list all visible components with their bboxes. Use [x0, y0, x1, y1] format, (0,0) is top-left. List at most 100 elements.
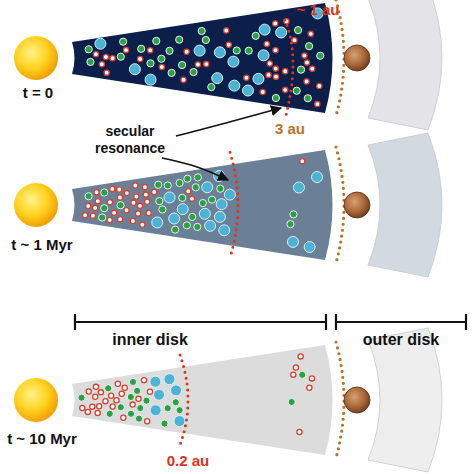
- planetesimal: [117, 404, 124, 411]
- planetesimal: [129, 378, 136, 385]
- planet: [344, 192, 370, 218]
- planetesimal: [260, 89, 265, 94]
- planetesimal: [216, 199, 227, 210]
- planetesimal: [112, 210, 117, 215]
- planetesimal: [192, 184, 199, 191]
- planetesimal: [127, 393, 134, 400]
- planetesimal: [86, 203, 91, 208]
- planetesimal: [158, 55, 165, 62]
- planetesimal: [96, 404, 101, 409]
- bracket-tick: [465, 314, 467, 330]
- planetesimal: [233, 47, 240, 54]
- planetesimal: [276, 27, 287, 38]
- planetesimal: [253, 73, 264, 84]
- planetesimal: [168, 69, 175, 76]
- planetesimal: [95, 410, 100, 415]
- planetesimal: [273, 48, 278, 53]
- bracket-tick: [74, 314, 76, 330]
- disk-row: [14, 133, 442, 277]
- planetesimal: [134, 194, 139, 199]
- planetesimal: [122, 385, 127, 390]
- planetesimal: [310, 66, 315, 71]
- sun: [14, 183, 58, 227]
- planetesimal: [189, 213, 196, 220]
- time-label: t ~ 1 Myr: [0, 236, 85, 254]
- planetesimal: [119, 391, 124, 396]
- planetesimal: [150, 376, 161, 387]
- planetesimal: [273, 66, 278, 71]
- planetesimal: [199, 208, 210, 219]
- planetesimal: [266, 72, 271, 77]
- planetesimal: [146, 210, 151, 215]
- secular-resonance-arc: [230, 152, 238, 257]
- planetesimal: [103, 54, 108, 59]
- planetesimal: [229, 80, 240, 91]
- pointer-arrow: [176, 108, 281, 136]
- planetesimal: [131, 200, 136, 205]
- planetesimal: [304, 241, 315, 252]
- planetesimal: [194, 45, 205, 56]
- planetesimal: [147, 60, 154, 67]
- planetesimal: [242, 85, 253, 96]
- planetesimal: [152, 217, 163, 228]
- planetesimal: [283, 87, 288, 92]
- planetesimal: [143, 192, 148, 197]
- planet-orbit-arc: [336, 147, 344, 263]
- planetesimal: [178, 61, 185, 68]
- planetesimal: [214, 211, 225, 222]
- planetesimal: [214, 47, 225, 58]
- planetesimal: [121, 415, 126, 420]
- planetesimal: [177, 204, 188, 215]
- planetesimal: [99, 214, 106, 221]
- planetesimal: [172, 226, 179, 233]
- planetesimal: [304, 79, 309, 84]
- planetesimal: [228, 56, 239, 67]
- distance-label: 3 au: [265, 120, 315, 138]
- planetesimal: [184, 49, 189, 54]
- planetesimal: [202, 182, 213, 193]
- planetesimal: [99, 62, 104, 67]
- planetesimal: [142, 185, 147, 190]
- planetesimal: [137, 404, 144, 411]
- planetesimal: [86, 389, 91, 394]
- planetesimal: [108, 393, 113, 398]
- outer-disk: [368, 0, 442, 130]
- planetesimal: [130, 402, 135, 407]
- planetesimal: [107, 200, 112, 205]
- time-label: t ~ 10 Myr: [0, 430, 87, 448]
- planetesimal: [292, 38, 297, 43]
- planetesimal: [136, 396, 141, 401]
- planetesimal: [145, 199, 150, 204]
- bracket-line: [75, 321, 326, 323]
- planetesimal: [315, 102, 320, 107]
- planetesimal: [219, 225, 230, 236]
- planetesimal: [208, 83, 215, 90]
- region-bracket: [336, 314, 466, 330]
- distance-label: ~ 1 au: [283, 1, 353, 19]
- planetesimal: [294, 27, 301, 34]
- planet: [344, 45, 370, 71]
- outer-disk: [368, 133, 442, 277]
- secular-resonance-arc: [180, 355, 188, 445]
- planetesimal: [118, 217, 123, 222]
- planetesimal: [283, 69, 288, 74]
- planetesimal: [183, 222, 190, 229]
- planetesimal: [115, 381, 120, 386]
- planet-orbit-arc: [336, 342, 344, 458]
- planetesimal: [152, 189, 157, 194]
- planetesimal: [164, 405, 171, 412]
- planetesimal: [176, 36, 183, 43]
- planetesimal: [114, 398, 119, 403]
- planetesimal: [80, 405, 85, 410]
- resonance-label: secular resonance: [81, 123, 179, 157]
- planetesimal: [184, 175, 191, 182]
- planetesimal: [153, 37, 160, 44]
- planetesimal: [245, 47, 252, 54]
- planetesimal: [300, 159, 305, 164]
- planetesimal: [164, 374, 175, 385]
- planetesimal: [147, 389, 152, 394]
- planetesimal: [159, 64, 164, 69]
- planetesimal: [133, 183, 138, 188]
- planetesimal: [312, 172, 323, 183]
- planetesimal: [117, 53, 124, 60]
